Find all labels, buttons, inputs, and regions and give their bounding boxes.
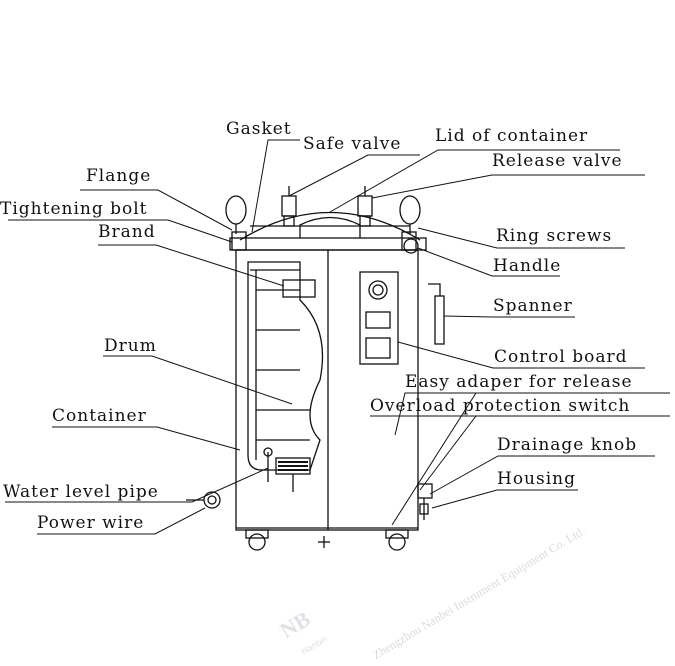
label-handle: Handle (493, 256, 562, 276)
label-container: Container (52, 406, 147, 426)
label-gasket: Gasket (226, 119, 292, 139)
housing-outline (235, 249, 419, 531)
label-drainage-knob: Drainage knob (497, 435, 638, 455)
label-tightening-bolt: Tightening bolt (0, 199, 148, 219)
label-spanner: Spanner (493, 296, 573, 316)
control-panel (359, 271, 399, 365)
label-water-level-pipe: Water level pipe (3, 482, 159, 502)
label-control-board: Control board (494, 347, 628, 367)
label-release-valve: Release valve (492, 151, 623, 171)
label-safe-valve: Safe valve (303, 134, 402, 154)
label-housing: Housing (497, 469, 577, 489)
label-ring-screws: Ring screws (496, 226, 613, 246)
spanner-shape (434, 295, 445, 345)
label-easy-adaper: Easy adaper for release (405, 372, 633, 392)
label-flange: Flange (86, 166, 152, 186)
label-overload-switch: Overload protection switch (370, 396, 631, 416)
label-lid-of-container: Lid of container (435, 126, 589, 146)
label-power-wire: Power wire (37, 513, 145, 533)
drum-outline (247, 261, 324, 471)
label-drum: Drum (104, 336, 157, 356)
label-brand: Brand (98, 222, 156, 242)
